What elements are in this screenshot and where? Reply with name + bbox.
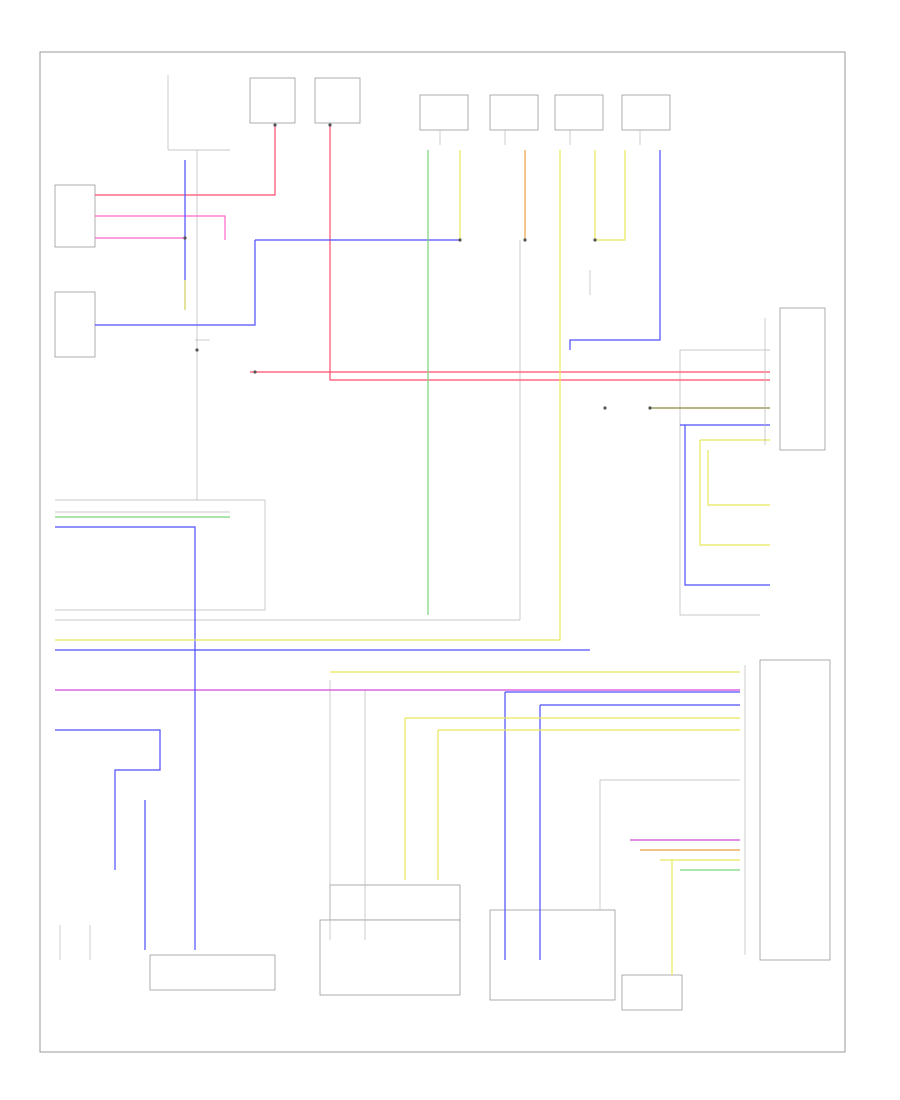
bottom-module-left: [149, 954, 276, 991]
wire-yellow-6: [707, 450, 770, 506]
splice-dot: [195, 348, 199, 352]
orange-wires: [524, 150, 770, 851]
top-sensor-2: [489, 94, 539, 131]
wire-yellow-5: [699, 440, 770, 546]
bottom-module-center: [319, 919, 461, 996]
splice-dot: [183, 236, 187, 240]
wire-blue-6: [55, 729, 161, 870]
wire-yellow-3: [594, 150, 626, 241]
wire-blue-4: [569, 150, 661, 350]
red-wires: [95, 125, 770, 381]
wire-pink-1: [95, 215, 226, 240]
splice-dot: [593, 238, 597, 242]
wire-blue-3: [95, 240, 256, 326]
splice-points: [183, 123, 652, 410]
wire-red-1: [95, 125, 276, 196]
top-relay-1: [249, 77, 296, 124]
component-boxes: [54, 77, 831, 1011]
gray-wires: [55, 75, 770, 960]
pink-wires: [55, 215, 740, 841]
splice-dot: [648, 406, 652, 410]
green-wires: [55, 150, 740, 871]
wire-red-2: [329, 125, 770, 381]
top-sensor-4: [621, 94, 671, 131]
splice-dot: [523, 238, 527, 242]
splice-dot: [273, 123, 277, 127]
splice-dot: [328, 123, 332, 127]
bottom-small-module: [621, 974, 683, 1011]
splice-dot: [603, 406, 607, 410]
bottom-module-right: [489, 909, 616, 1001]
blue-wires: [55, 150, 770, 960]
diagram-border: [39, 51, 846, 1053]
right-control-module: [779, 307, 826, 451]
wire-blue-9: [684, 425, 770, 586]
splice-dot: [253, 370, 257, 374]
top-sensor-1: [419, 94, 469, 131]
left-mid-box: [54, 291, 96, 358]
top-sensor-3: [554, 94, 604, 131]
yellow-wires: [55, 150, 770, 975]
wire-yellow-1: [55, 150, 561, 641]
wire-blue-5: [55, 526, 196, 950]
connector-pins: [195, 318, 766, 955]
bottom-connector-center: [329, 884, 461, 921]
splice-dot: [458, 238, 462, 242]
top-relay-2: [314, 77, 361, 124]
right-main-module: [759, 659, 831, 961]
top-left-box: [54, 184, 96, 248]
